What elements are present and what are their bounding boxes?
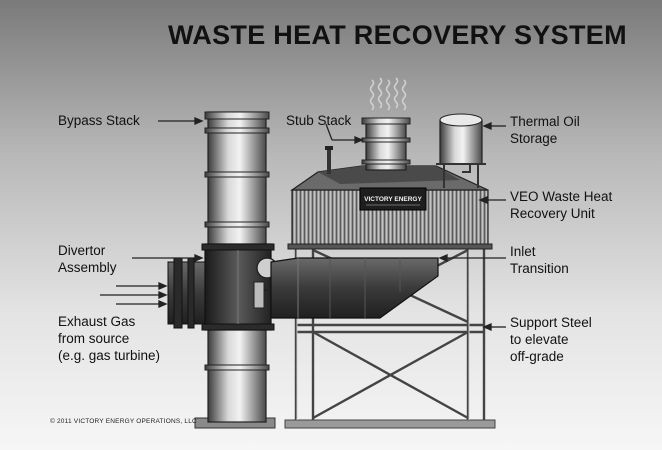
label-divertor-assembly: Divertor Assembly [58,243,117,275]
divertor-assembly [201,243,279,331]
heat-waves [369,77,407,111]
label-bypass-stack: Bypass Stack [58,113,140,128]
leader-lines [132,117,506,331]
copyright-notice: © 2011 VICTORY ENERGY OPERATIONS, LLC [50,418,197,425]
stub-stack [361,117,411,171]
label-stub-stack: Stub Stack [286,113,352,128]
label-thermal-oil-storage: Thermal Oil Storage [510,114,580,146]
label-inlet-transition: Inlet Transition [510,244,569,276]
veo-recovery-unit [287,165,493,250]
label-exhaust-gas: Exhaust Gas from source (e.g. gas turbin… [58,314,161,363]
page-title: WASTE HEAT RECOVERY SYSTEM [168,20,627,50]
unit-brand-sign: VICTORY ENERGY [364,196,422,203]
exhaust-inlet-duct [167,257,211,329]
roof-vent-pipe [325,146,333,174]
inlet-transition [270,257,439,319]
exhaust-arrows [100,282,168,308]
label-support-steel: Support Steel to elevate off-grade [510,315,592,364]
label-veo-unit: VEO Waste Heat Recovery Unit [510,189,613,221]
thermal-oil-storage [436,113,486,188]
